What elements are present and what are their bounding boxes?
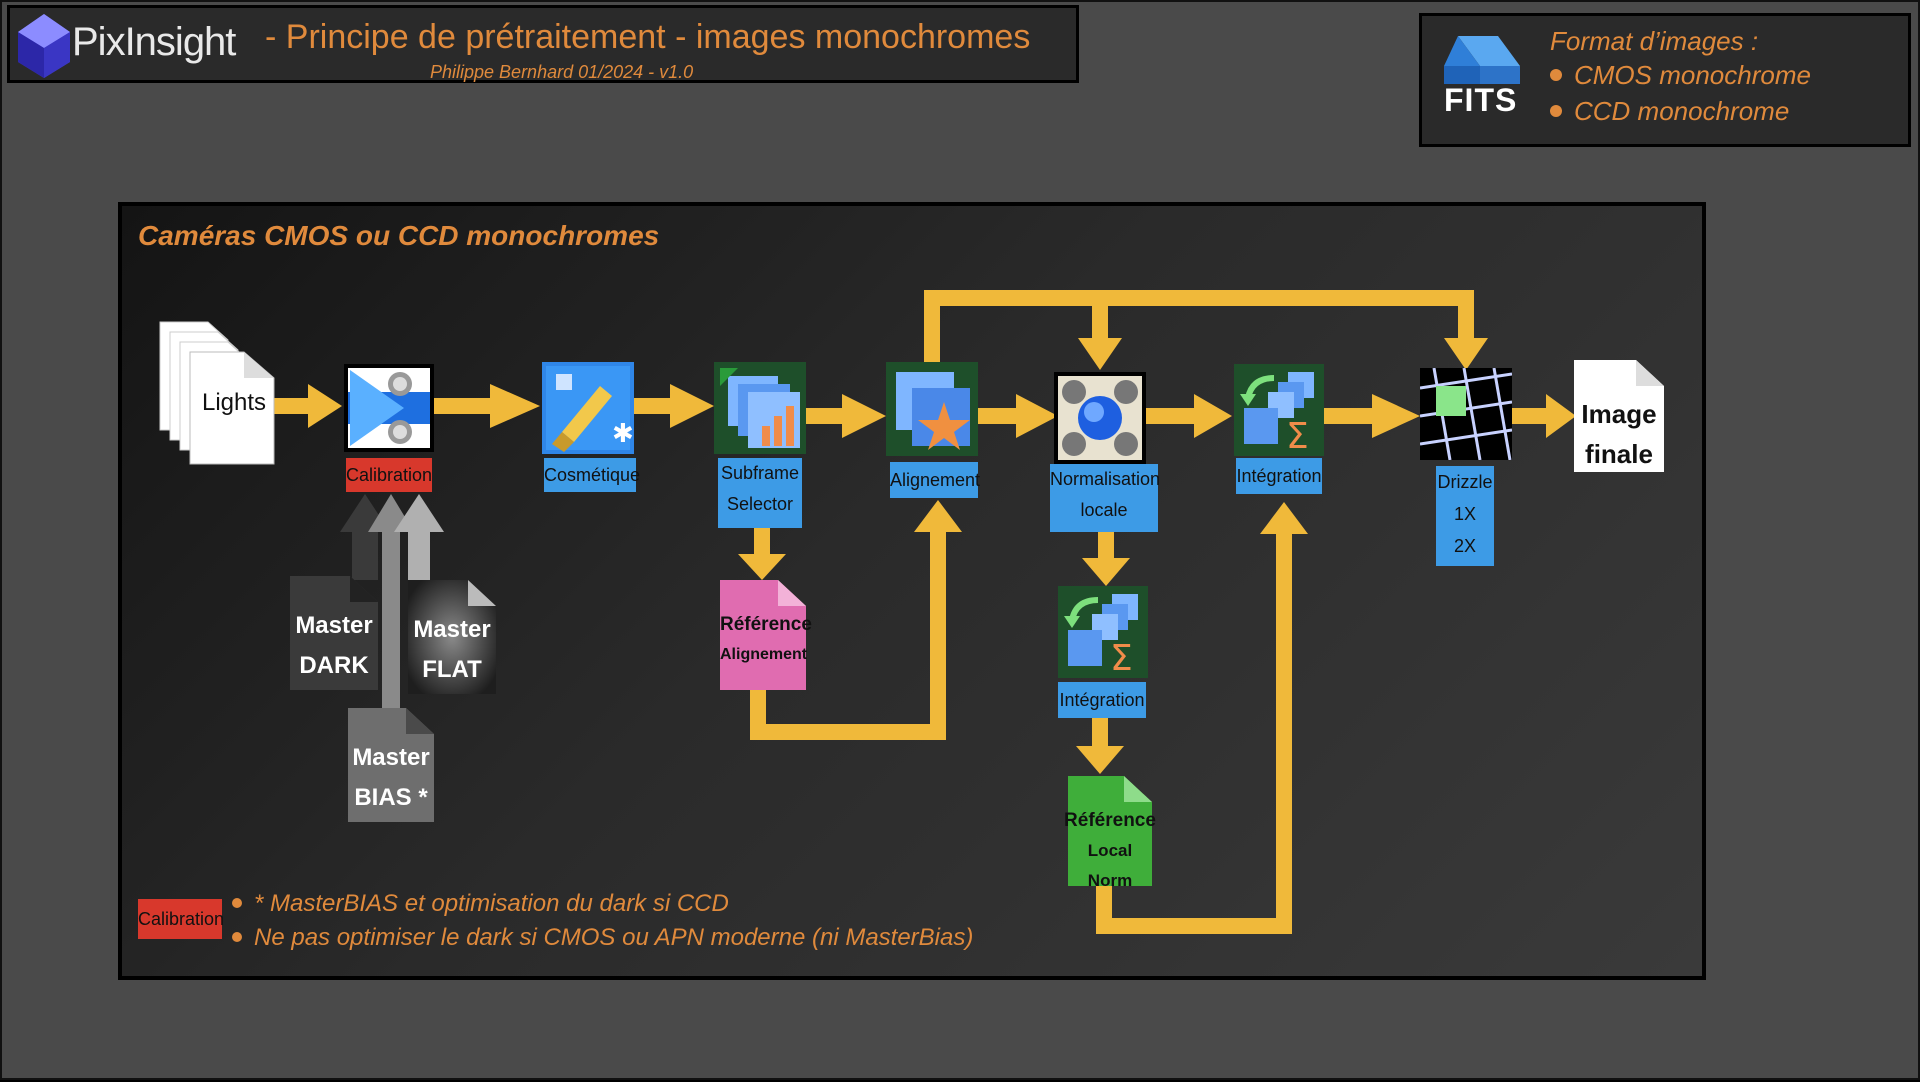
lights-label: Lights <box>201 389 267 416</box>
format-item: CCD monochrome <box>1550 96 1789 127</box>
page-title: - Principe de prétraitement - images mon… <box>265 18 1031 56</box>
normalisation-locale-label: Normalisation locale <box>1050 464 1160 532</box>
svg-text:Σ: Σ <box>1110 638 1133 678</box>
master-dark-label: Master DARK <box>295 612 373 679</box>
master-flat-document-icon <box>408 580 496 694</box>
cosmetique-label: Cosmétique <box>544 458 640 492</box>
bullet-icon <box>1550 69 1562 82</box>
note-line: * MasterBIAS et optimisation du dark si … <box>232 890 729 918</box>
master-dark-document-icon <box>290 576 378 690</box>
note-line: Ne pas optimiser le dark si CMOS ou APN … <box>232 924 973 952</box>
pixinsight-logo-text: PixInsight <box>72 20 236 64</box>
bullet-icon <box>232 897 242 908</box>
format-item: CMOS monochrome <box>1550 60 1811 91</box>
image-finale-label: Image finale <box>1581 399 1657 469</box>
document-icon <box>1574 360 1664 472</box>
arrow-shaft <box>274 398 310 414</box>
subframe-selector-label: Subframe Selector <box>718 458 802 528</box>
panel-title: Caméras CMOS ou CCD monochromes <box>138 220 660 251</box>
calibration-tool-icon[interactable] <box>344 364 434 452</box>
drizzle-label: Drizzle 1X 2X <box>1436 466 1494 566</box>
format-title: Format d’images : <box>1550 26 1759 56</box>
reference-alignement-label: Référence Alignement <box>720 614 812 663</box>
fits-label: FITS <box>1444 82 1518 118</box>
integration-label: Intégration <box>1236 458 1322 494</box>
bullet-icon <box>1550 105 1562 118</box>
svg-text:Σ: Σ <box>1286 416 1309 456</box>
image-integration-icon[interactable]: Σ <box>1058 586 1148 678</box>
calibration-note-badge: Calibration <box>138 899 224 939</box>
local-normalization-icon[interactable] <box>1054 372 1146 464</box>
master-bias-label: Master BIAS * <box>352 744 430 811</box>
alignement-label: Alignement <box>890 462 980 498</box>
subframe-selector-icon[interactable] <box>714 362 806 454</box>
master-flat-label: Master FLAT <box>413 616 491 683</box>
reference-local-norm-document-icon <box>1068 776 1152 886</box>
drizzle-icon[interactable] <box>1420 368 1512 460</box>
image-integration-icon[interactable]: Σ <box>1234 364 1324 456</box>
integration-local-label: Intégration <box>1058 682 1146 718</box>
pixinsight-logo-icon <box>18 14 70 78</box>
document-stack-icon <box>159 321 275 465</box>
header: PixInsight - Principe de prétraitement -… <box>7 5 1079 83</box>
bullet-icon <box>232 931 242 942</box>
page-subtitle: Philippe Bernhard 01/2024 - v1.0 <box>430 62 694 82</box>
master-bias-document-icon <box>348 708 434 822</box>
reference-alignement-document-icon <box>720 580 806 690</box>
calibration-label: Calibration <box>346 458 432 492</box>
star-alignment-icon[interactable] <box>886 362 978 456</box>
format-box: FITS Format d’images : CMOS monochrome C… <box>1419 13 1911 147</box>
reference-local-norm-label: Référence Local Norm <box>1064 810 1156 890</box>
fits-file-icon <box>1444 36 1520 84</box>
svg-text:✱: ✱ <box>612 419 634 449</box>
cosmetic-correction-icon[interactable]: ✱ <box>542 362 634 454</box>
arrow-head <box>308 384 342 428</box>
